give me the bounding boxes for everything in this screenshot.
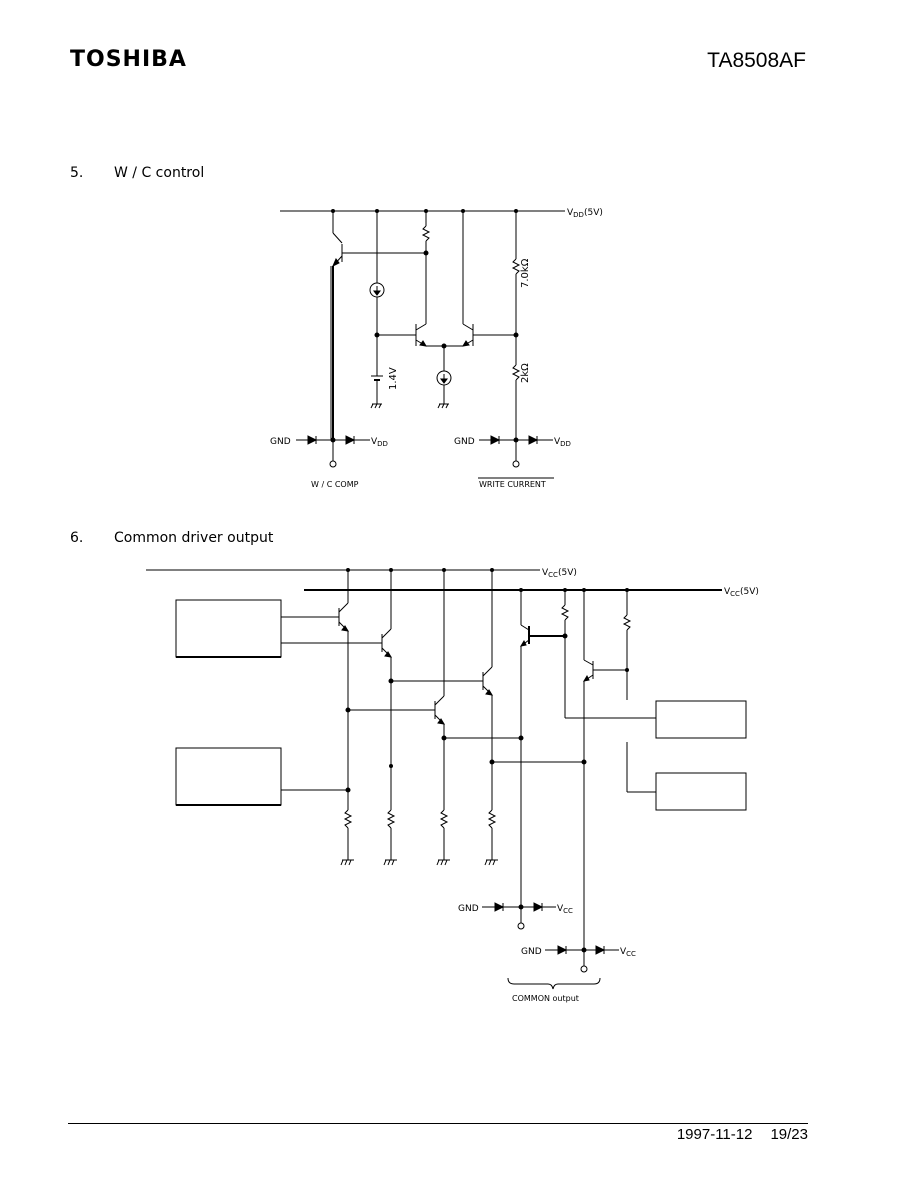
toshiba-logo: TOSHIBA — [70, 47, 187, 72]
section-6-title: Common driver output — [114, 530, 274, 546]
gnd-label-1: GND — [458, 904, 479, 914]
logic-block-2 — [175, 747, 282, 806]
logic-block-3 — [655, 700, 747, 739]
section-5-number: 5. — [70, 165, 84, 181]
wc-comp-pin-label: W / C COMP — [311, 480, 359, 489]
common-output-pin-label: COMMON output — [512, 994, 579, 1003]
logic-block-1 — [175, 599, 282, 658]
resistor-2k-label: 2kΩ — [520, 363, 531, 383]
vcc-label-1: VCC — [557, 904, 573, 915]
vcc-rail-2-label: VCC(5V) — [724, 587, 759, 598]
vcc-rail-1-label: VCC(5V) — [542, 568, 577, 579]
footer-page: 19/23 — [770, 1126, 808, 1143]
reference-voltage-label: 1.4V — [388, 367, 399, 390]
footer-divider — [68, 1123, 808, 1124]
gnd-label-left: GND — [270, 437, 291, 447]
gnd-label-right: GND — [454, 437, 475, 447]
footer-date: 1997-11-12 — [676, 1126, 753, 1143]
logic-block-4 — [655, 772, 747, 811]
section-5-title: W / C control — [114, 165, 205, 181]
resistor-7k-label: 7.0kΩ — [520, 258, 531, 288]
gnd-label-2: GND — [521, 947, 542, 957]
vcc-label-2: VCC — [620, 947, 636, 958]
vdd-rail-label: VDD(5V) — [567, 208, 603, 219]
write-current-pin-label: WRITE CURRENT — [479, 480, 546, 489]
section-6-number: 6. — [70, 530, 84, 546]
vdd-label-left: VDD — [371, 437, 388, 448]
part-number: TA8508AF — [707, 49, 806, 72]
vdd-label-right: VDD — [554, 437, 571, 448]
footer: 1997-11-12 19/23 — [677, 1126, 808, 1143]
